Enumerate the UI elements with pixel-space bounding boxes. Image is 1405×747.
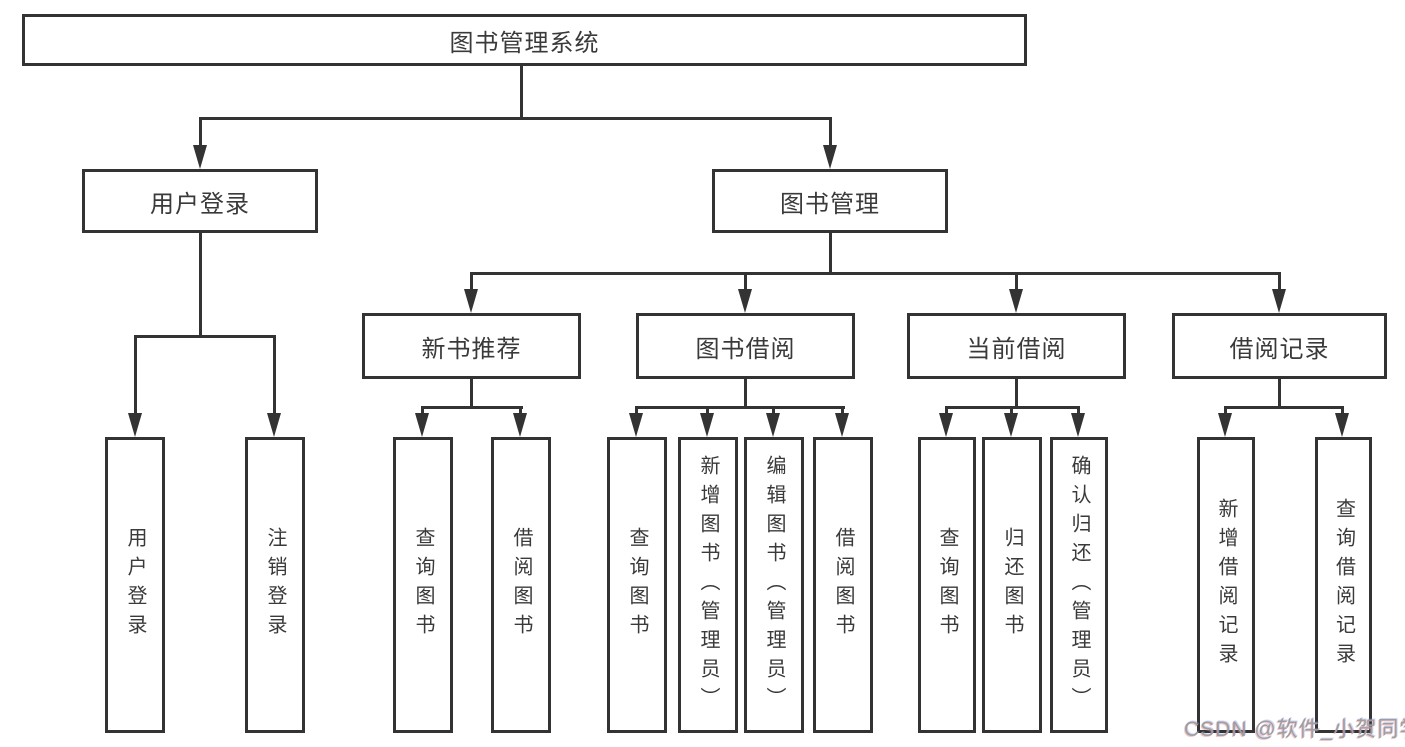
arrow-down-icon <box>823 145 837 169</box>
connector-line <box>520 66 523 120</box>
arrow-down-icon <box>700 413 714 437</box>
connector-line <box>1278 379 1281 409</box>
connector-line <box>1015 379 1018 409</box>
watermark: CSDN @软件_小贺同学 <box>1184 718 1405 741</box>
connector-line <box>635 406 845 409</box>
leaf-query-books: 查询图书 <box>918 437 976 733</box>
leaf-add-books-admin: 新增图书（管理员） <box>678 437 738 733</box>
connector-line <box>1010 406 1013 416</box>
connector-line <box>470 272 473 292</box>
connector-line <box>841 406 844 416</box>
leaf-edit-books-admin: 编辑图书（管理员） <box>744 437 804 733</box>
connector-line <box>772 406 775 416</box>
connector-line <box>134 335 276 338</box>
connector-line <box>199 233 202 338</box>
connector-line <box>1278 272 1281 292</box>
arrow-down-icon <box>1335 413 1349 437</box>
connector-line <box>421 406 424 416</box>
connector-line <box>134 335 137 415</box>
connector-line <box>519 406 522 416</box>
connector-line <box>1224 406 1344 409</box>
node-new-book-recommendation: 新书推荐 <box>362 313 581 379</box>
node-library-management-system: 图书管理系统 <box>22 14 1027 66</box>
connector-line <box>470 272 1281 275</box>
arrow-down-icon <box>939 413 953 437</box>
leaf-user-login: 用户登录 <box>105 437 165 733</box>
node-book-management: 图书管理 <box>712 169 948 233</box>
connector-line <box>470 379 473 409</box>
connector-line <box>829 233 832 275</box>
connector-line <box>1015 272 1018 292</box>
connector-line <box>273 335 276 415</box>
leaf-confirm-return-admin: 确认归还（管理员） <box>1050 437 1108 733</box>
leaf-borrow-books: 借阅图书 <box>813 437 873 733</box>
arrow-down-icon <box>766 413 780 437</box>
arrow-down-icon <box>835 413 849 437</box>
arrow-down-icon <box>128 413 142 437</box>
connector-line <box>744 272 747 292</box>
leaf-query-books: 查询图书 <box>393 437 453 733</box>
connector-line <box>706 406 709 416</box>
connector-line <box>744 379 747 409</box>
leaf-logout: 注销登录 <box>245 437 305 733</box>
connector-line <box>635 406 638 416</box>
arrow-down-icon <box>464 289 478 313</box>
leaf-query-borrow-record: 查询借阅记录 <box>1315 437 1372 733</box>
node-book-borrowing: 图书借阅 <box>636 313 855 379</box>
node-borrowing-records: 借阅记录 <box>1172 313 1387 379</box>
connector-line <box>829 117 832 149</box>
connector-line <box>421 406 523 409</box>
arrow-down-icon <box>1009 289 1023 313</box>
arrow-down-icon <box>415 413 429 437</box>
leaf-query-books: 查询图书 <box>607 437 667 733</box>
node-user-login: 用户登录 <box>82 169 318 233</box>
arrow-down-icon <box>267 413 281 437</box>
leaf-borrow-books: 借阅图书 <box>491 437 551 733</box>
connector-line <box>1077 406 1080 416</box>
node-current-borrowing: 当前借阅 <box>907 313 1126 379</box>
arrow-down-icon <box>1218 413 1232 437</box>
leaf-add-borrow-record: 新增借阅记录 <box>1197 437 1255 733</box>
connector-line <box>199 117 832 120</box>
arrow-down-icon <box>1071 413 1085 437</box>
connector-line <box>1341 406 1344 416</box>
arrow-down-icon <box>738 289 752 313</box>
leaf-return-books: 归还图书 <box>982 437 1042 733</box>
arrow-down-icon <box>629 413 643 437</box>
connector-line <box>199 117 202 149</box>
connector-line <box>945 406 948 416</box>
arrow-down-icon <box>513 413 527 437</box>
connector-line <box>1224 406 1227 416</box>
arrow-down-icon <box>1004 413 1018 437</box>
arrow-down-icon <box>193 145 207 169</box>
arrow-down-icon <box>1272 289 1286 313</box>
